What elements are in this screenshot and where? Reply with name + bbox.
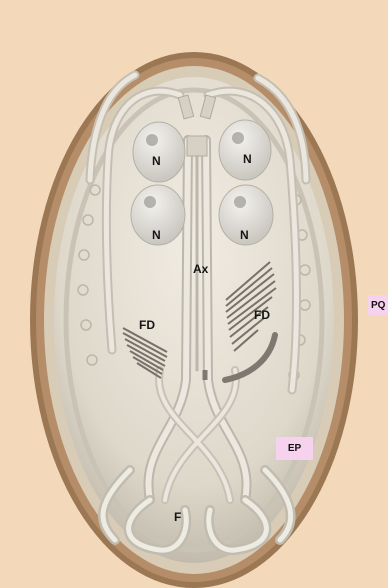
pq-tag: PQ (368, 295, 388, 315)
nucleus-label: N (152, 228, 161, 242)
ep-tag: EP (276, 437, 313, 460)
fd-right-label: FD (254, 308, 270, 322)
axostyle-label: Ax (193, 262, 208, 276)
flagella-label: F (174, 510, 181, 524)
pq-label: PQ (371, 300, 385, 311)
nucleus-label: N (240, 228, 249, 242)
nucleus-label: N (243, 152, 252, 166)
ep-label: EP (288, 443, 301, 454)
nucleus-label: N (152, 154, 161, 168)
fd-left-label: FD (139, 318, 155, 332)
